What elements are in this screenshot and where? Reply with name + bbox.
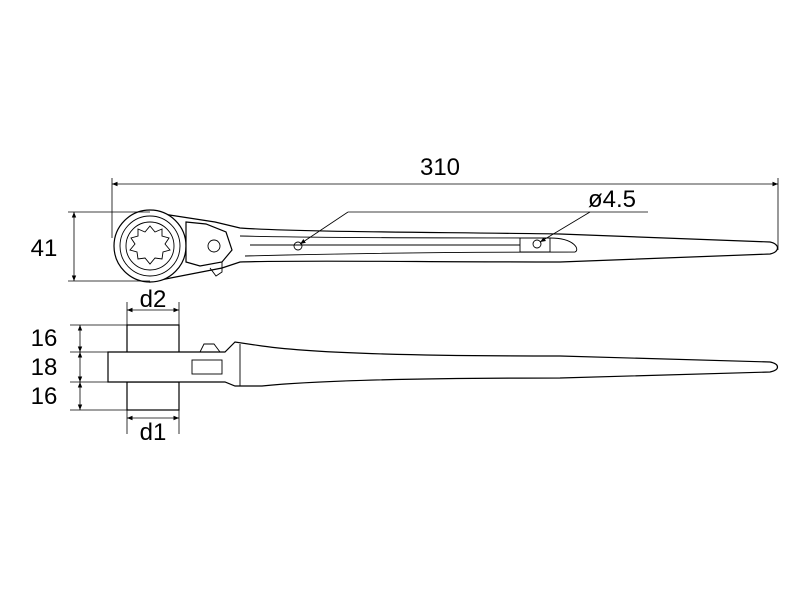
- overall-length-label: 310: [420, 154, 460, 181]
- socket-d2-label: d2: [140, 286, 167, 313]
- dim-hole-diameter: ø4.5: [299, 186, 648, 245]
- hole-right: [532, 239, 542, 249]
- wrench-side-view: [107, 324, 779, 411]
- head-height-label: 41: [31, 235, 58, 262]
- ring-head: [113, 209, 187, 283]
- dim-socket-d2: d2: [126, 286, 180, 325]
- dim-overall-length: 310: [111, 154, 779, 250]
- dim-socket-d1: d1: [126, 410, 180, 446]
- hole-diameter-label: ø4.5: [588, 186, 636, 213]
- dim-thickness-stack: 16 18 16: [31, 324, 127, 411]
- hole-left: [293, 241, 303, 251]
- thickness-bottom-label: 16: [31, 383, 58, 410]
- wrench-top-view: [113, 209, 779, 283]
- thickness-mid-label: 18: [31, 354, 58, 381]
- dim-head-height: 41: [31, 211, 150, 282]
- socket-d1-label: d1: [140, 419, 167, 446]
- thickness-top-label: 16: [31, 325, 58, 352]
